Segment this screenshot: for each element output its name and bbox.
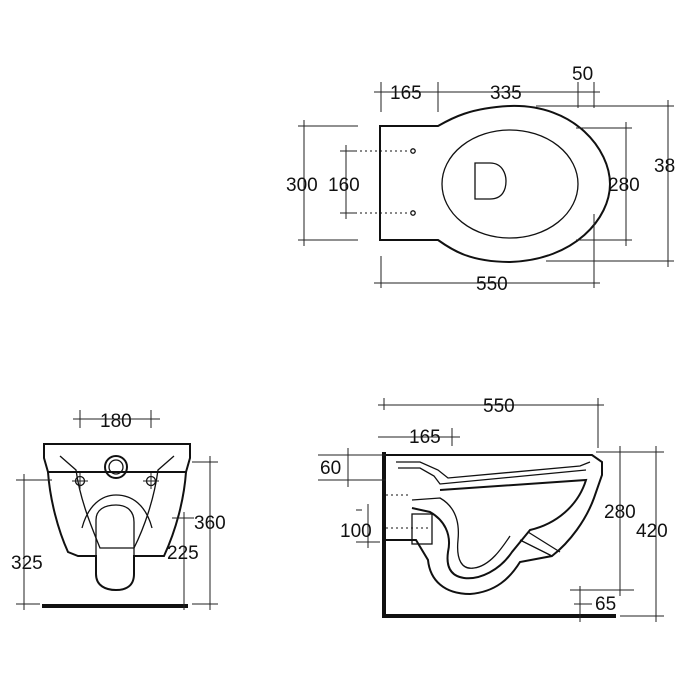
front-dim-180: 180: [100, 411, 132, 432]
side-view-outlet-pipe: [411, 513, 433, 545]
side-view: 550 165 60 100 280 420 65: [318, 396, 668, 622]
top-view-mount-hole-upper: [410, 148, 416, 154]
top-view: 165 335 50 38 280 300 160 550: [286, 64, 675, 295]
top-view-outlet: [474, 162, 507, 200]
side-dim-550: 550: [483, 396, 515, 417]
side-dim-280: 280: [604, 502, 636, 523]
front-view-body-outline: [47, 471, 187, 592]
top-dim-550: 550: [476, 274, 508, 295]
side-dim-165: 165: [409, 427, 441, 448]
top-dim-335: 335: [490, 83, 522, 104]
side-view-body-outline: [386, 454, 603, 596]
side-dim-65: 65: [595, 594, 616, 615]
front-dim-225: 225: [167, 543, 199, 564]
top-dim-300: 300: [286, 175, 318, 196]
front-view-top-flange: [43, 443, 191, 473]
top-dim-38: 38: [654, 156, 675, 177]
top-dim-50: 50: [572, 64, 593, 85]
side-dim-420: 420: [636, 521, 668, 542]
top-dim-280: 280: [608, 175, 640, 196]
front-view-inner-contour: [59, 455, 175, 549]
front-view: 180 360 225 325: [11, 410, 226, 610]
front-dim-325: 325: [11, 553, 43, 574]
top-dim-165: 165: [390, 83, 422, 104]
side-dim-100: 100: [340, 521, 372, 542]
side-view-trap: [411, 478, 588, 580]
top-view-mount-hole-lower: [410, 210, 416, 216]
top-dim-160: 160: [328, 175, 360, 196]
front-view-bowl-curve: [81, 494, 153, 529]
side-view-rim: [396, 461, 591, 479]
front-view-center-hole: [104, 455, 128, 479]
side-view-trap-water: [519, 531, 561, 557]
top-view-body-outline: [379, 104, 612, 264]
front-dim-360: 360: [194, 513, 226, 534]
top-view-bowl-opening: [441, 129, 579, 239]
side-dim-60: 60: [320, 458, 341, 479]
